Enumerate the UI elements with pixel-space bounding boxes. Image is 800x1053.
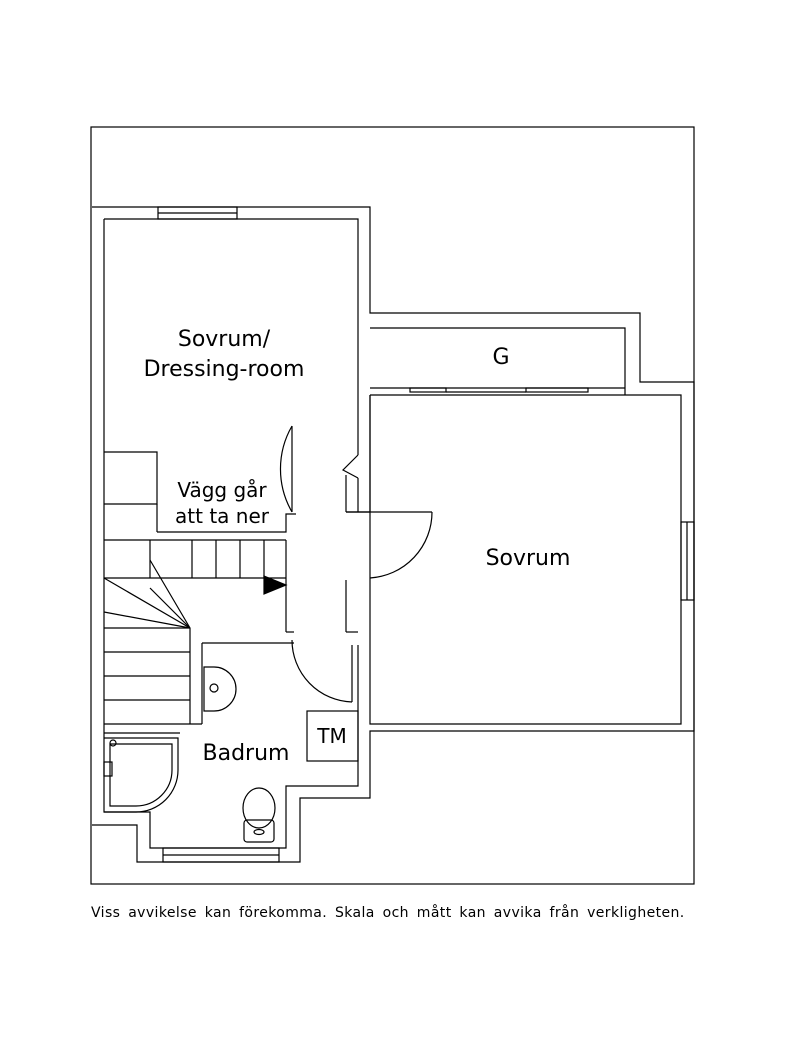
label-dressing-room-line2: Dressing-room [144, 357, 305, 382]
door-bedroom [346, 511, 433, 579]
label-wardrobe: G [492, 345, 509, 370]
stair-arrow-icon [263, 575, 288, 595]
interior-walls [104, 395, 371, 734]
staircase [103, 540, 288, 724]
door-dressing-room [279, 425, 293, 513]
exterior-wall-inner [103, 218, 682, 849]
sink-icon [203, 666, 237, 712]
window-right [680, 521, 695, 601]
label-technical-unit: TM [316, 724, 346, 748]
label-bathroom: Badrum [203, 741, 290, 766]
label-dressing-room-line1: Sovrum/ [178, 327, 271, 352]
door-bathroom [291, 639, 353, 703]
window-top [157, 206, 238, 220]
floor-plan: Sovrum/ Dressing-room G Sovrum Badrum TM… [90, 126, 695, 885]
note-wall-removable-line2: att ta ner [175, 504, 270, 528]
technical-unit-box [306, 710, 359, 762]
toilet-icon [242, 787, 276, 843]
shower-icon [103, 737, 179, 813]
label-bedroom: Sovrum [486, 546, 571, 571]
wardrobe [370, 387, 625, 393]
disclaimer-text: Viss avvikelse kan förekomma. Skala och … [91, 905, 685, 921]
window-bottom [162, 847, 280, 863]
exterior-wall-outer [92, 206, 695, 863]
note-wall-removable-line1: Vägg går [177, 478, 267, 502]
